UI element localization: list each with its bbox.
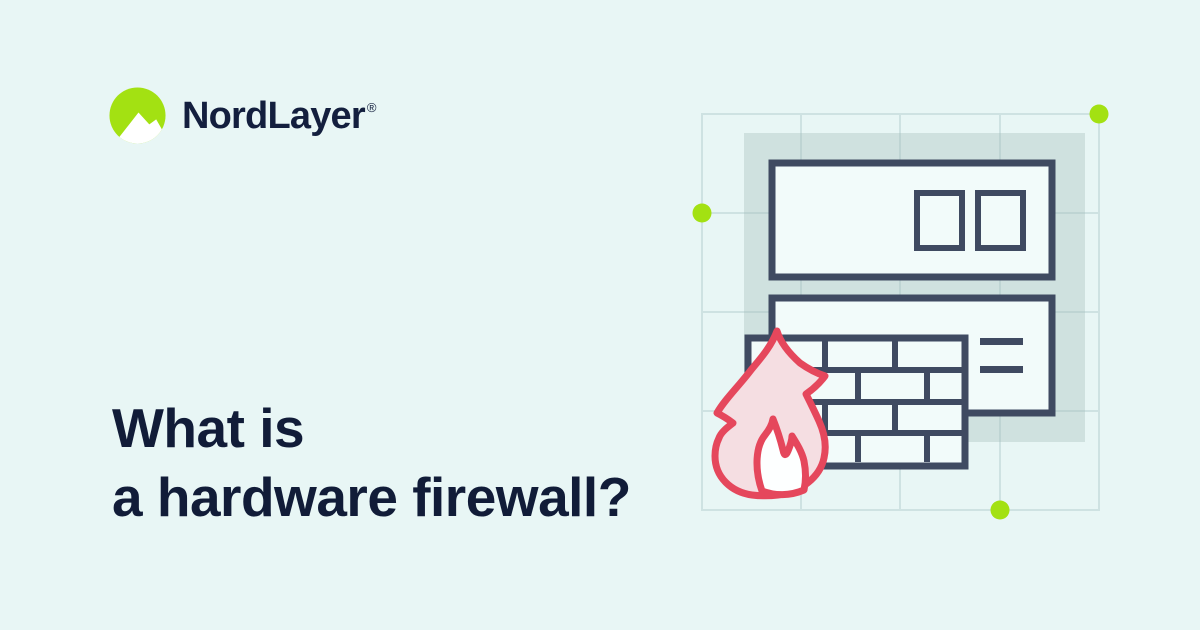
accent-dot-left <box>692 203 712 223</box>
accent-dot-top-right <box>1089 104 1109 124</box>
flame-icon <box>711 327 829 500</box>
text-line-icon <box>980 338 1023 345</box>
server-port-icon <box>914 190 965 251</box>
headline-line2: a hardware firewall? <box>112 466 631 528</box>
flame-inner <box>753 415 809 499</box>
brick-joints <box>751 341 962 462</box>
server-box <box>768 159 1056 281</box>
brand-name: NordLayer <box>182 94 366 137</box>
text-line-icon <box>980 366 1023 373</box>
brand-wordmark: NordLayer® <box>182 97 376 135</box>
page-title: What is a hardware firewall? <box>112 394 631 532</box>
server-port-icon <box>975 190 1026 251</box>
registered-mark: ® <box>366 99 377 115</box>
accent-dot-bottom <box>990 500 1010 520</box>
nordlayer-mountain-icon <box>109 87 166 144</box>
nordlayer-logo: NordLayer® <box>108 86 376 145</box>
headline-line1: What is <box>112 397 305 459</box>
server-box-outline <box>768 159 1056 281</box>
